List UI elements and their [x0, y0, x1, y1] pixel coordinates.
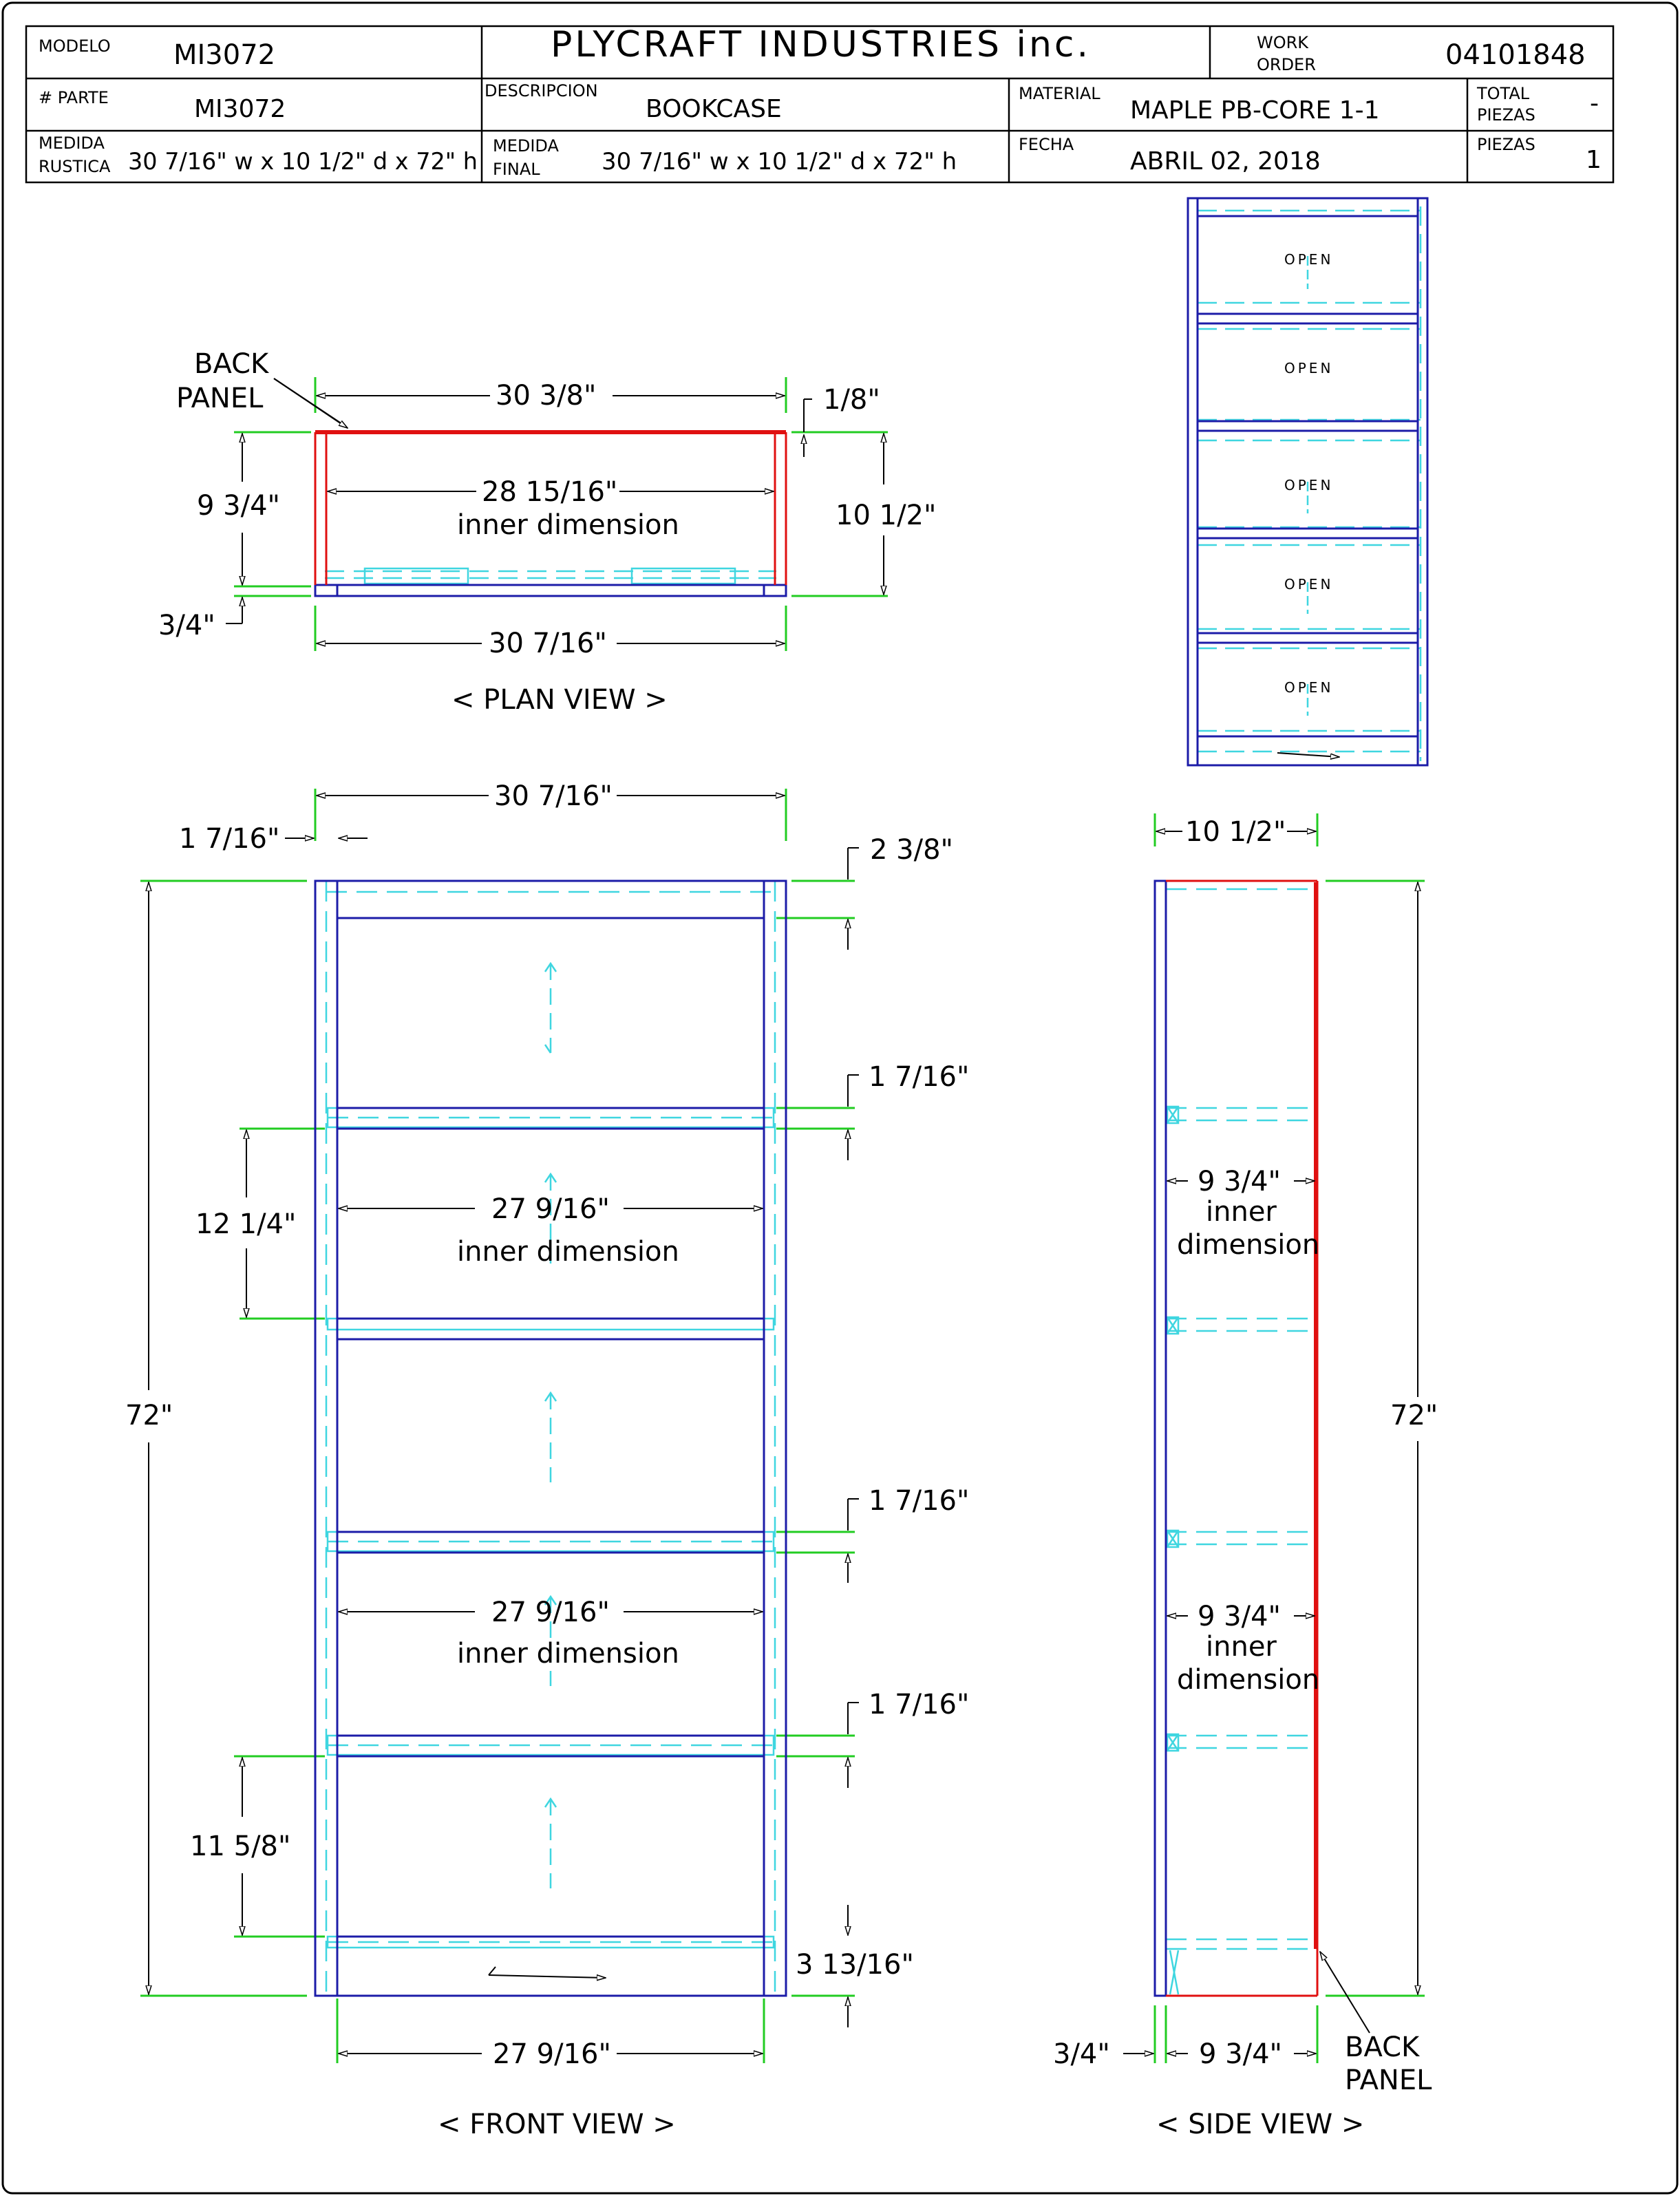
work-order-label-1: WORK — [1257, 33, 1309, 52]
descripcion-label: DESCRIPCION — [485, 81, 598, 100]
final-value: 30 7/16" w x 10 1/2" d x 72" h — [602, 148, 957, 175]
front-dim-opening-lower: 11 5/8" — [190, 1831, 290, 1862]
front-dim-shelf-3: 1 7/16" — [869, 1689, 969, 1720]
front-dim-inner-2: 27 9/16" — [491, 1597, 610, 1628]
plan-back-panel-label-1: BACK — [194, 348, 270, 380]
plan-dim-bottom: 30 7/16" — [489, 628, 607, 659]
descripcion-value: BOOKCASE — [646, 95, 782, 123]
open-label-4: OPEN — [1284, 576, 1333, 593]
total-value: - — [1590, 89, 1599, 118]
front-dim-inner-2-note: inner dimension — [457, 1638, 679, 1670]
work-order-label-2: ORDER — [1257, 55, 1316, 74]
plan-dim-inner: 28 15/16" — [482, 476, 617, 508]
iso-view: OPEN OPEN OPEN OPEN OPEN — [1187, 197, 1429, 767]
front-dim-bottom: 27 9/16" — [493, 2038, 611, 2070]
material-value: MAPLE PB-CORE 1-1 — [1130, 96, 1380, 125]
work-order-value: 04101848 — [1445, 39, 1586, 71]
side-back-panel-label-1: BACK — [1345, 2032, 1421, 2063]
front-view: 30 7/16" 1 7/16" 2 3/8" 1 7/16" 1 7/16" … — [125, 780, 969, 2140]
plan-dim-front: 3/4" — [158, 610, 215, 641]
modelo-value: MI3072 — [173, 39, 275, 71]
front-dim-height: 72" — [125, 1400, 173, 1431]
front-view-caption: < FRONT VIEW > — [438, 2109, 676, 2140]
parte-value: MI3072 — [194, 95, 286, 123]
front-dim-shelf-1: 1 7/16" — [869, 1061, 969, 1093]
front-dim-side: 1 7/16" — [179, 823, 279, 855]
plan-back-panel-label-2: PANEL — [176, 383, 264, 414]
plan-dim-inner-note: inner dimension — [457, 509, 679, 541]
side-view-caption: < SIDE VIEW > — [1156, 2109, 1364, 2140]
side-dim-inner-1-note-1: inner — [1206, 1196, 1277, 1228]
side-view: 10 1/2" 72" 9 3/4" inner dimension 9 3/4… — [1053, 813, 1438, 2140]
company-title: PLYCRAFT INDUSTRIES inc. — [551, 24, 1091, 65]
side-dim-height: 72" — [1390, 1400, 1438, 1431]
piezas-value: 1 — [1586, 146, 1602, 174]
front-dim-shelf-2: 1 7/16" — [869, 1485, 969, 1517]
side-dim-depth: 10 1/2" — [1185, 816, 1286, 848]
side-back-panel-label-2: PANEL — [1345, 2065, 1432, 2096]
open-label-3: OPEN — [1284, 477, 1333, 493]
plan-dim-top: 30 3/8" — [496, 380, 596, 412]
open-label-1: OPEN — [1284, 251, 1333, 268]
plan-dim-left: 9 3/4" — [197, 490, 280, 522]
front-dim-inner-1: 27 9/16" — [491, 1193, 610, 1225]
side-dim-inner-2-note-2: dimension — [1177, 1664, 1319, 1696]
side-dim-inner-1-note-2: dimension — [1177, 1229, 1319, 1261]
side-dim-front: 3/4" — [1053, 2038, 1110, 2070]
rustica-label-1: MEDIDA — [39, 134, 105, 153]
final-label-1: MEDIDA — [493, 136, 559, 156]
side-dim-inner-1: 9 3/4" — [1198, 1166, 1281, 1197]
plan-dim-back: 1/8" — [823, 384, 880, 416]
side-dim-inner-2: 9 3/4" — [1198, 1601, 1281, 1632]
plan-view-caption: < PLAN VIEW > — [451, 684, 668, 716]
front-dim-opening-upper: 12 1/4" — [195, 1208, 296, 1240]
modelo-label: MODELO — [39, 36, 111, 56]
rustica-value: 30 7/16" w x 10 1/2" d x 72" h — [128, 148, 478, 175]
final-label-2: FINAL — [493, 160, 540, 179]
side-dim-inner-2-note-1: inner — [1206, 1631, 1277, 1663]
fecha-value: ABRIL 02, 2018 — [1130, 147, 1321, 175]
plan-view: BACK PANEL 30 3/8" 1/8" 9 3/4" 28 15/16"… — [158, 348, 936, 716]
open-label-2: OPEN — [1284, 360, 1333, 376]
parte-label: # PARTE — [39, 88, 109, 107]
front-dim-top-rail: 2 3/8" — [870, 834, 953, 866]
plan-dim-right: 10 1/2" — [836, 500, 936, 531]
total-label-2: PIEZAS — [1477, 105, 1535, 125]
total-label-1: TOTAL — [1476, 84, 1530, 103]
open-label-5: OPEN — [1284, 679, 1333, 696]
material-label: MATERIAL — [1019, 84, 1100, 103]
fecha-label: FECHA — [1019, 135, 1074, 154]
rustica-label-2: RUSTICA — [39, 157, 111, 176]
front-dim-inner-1-note: inner dimension — [457, 1236, 679, 1268]
side-dim-bottom: 9 3/4" — [1199, 2038, 1282, 2070]
title-block — [25, 25, 1615, 184]
piezas-label: PIEZAS — [1477, 135, 1535, 154]
front-dim-width: 30 7/16" — [494, 780, 613, 812]
front-dim-base: 3 13/16" — [796, 1949, 914, 1981]
